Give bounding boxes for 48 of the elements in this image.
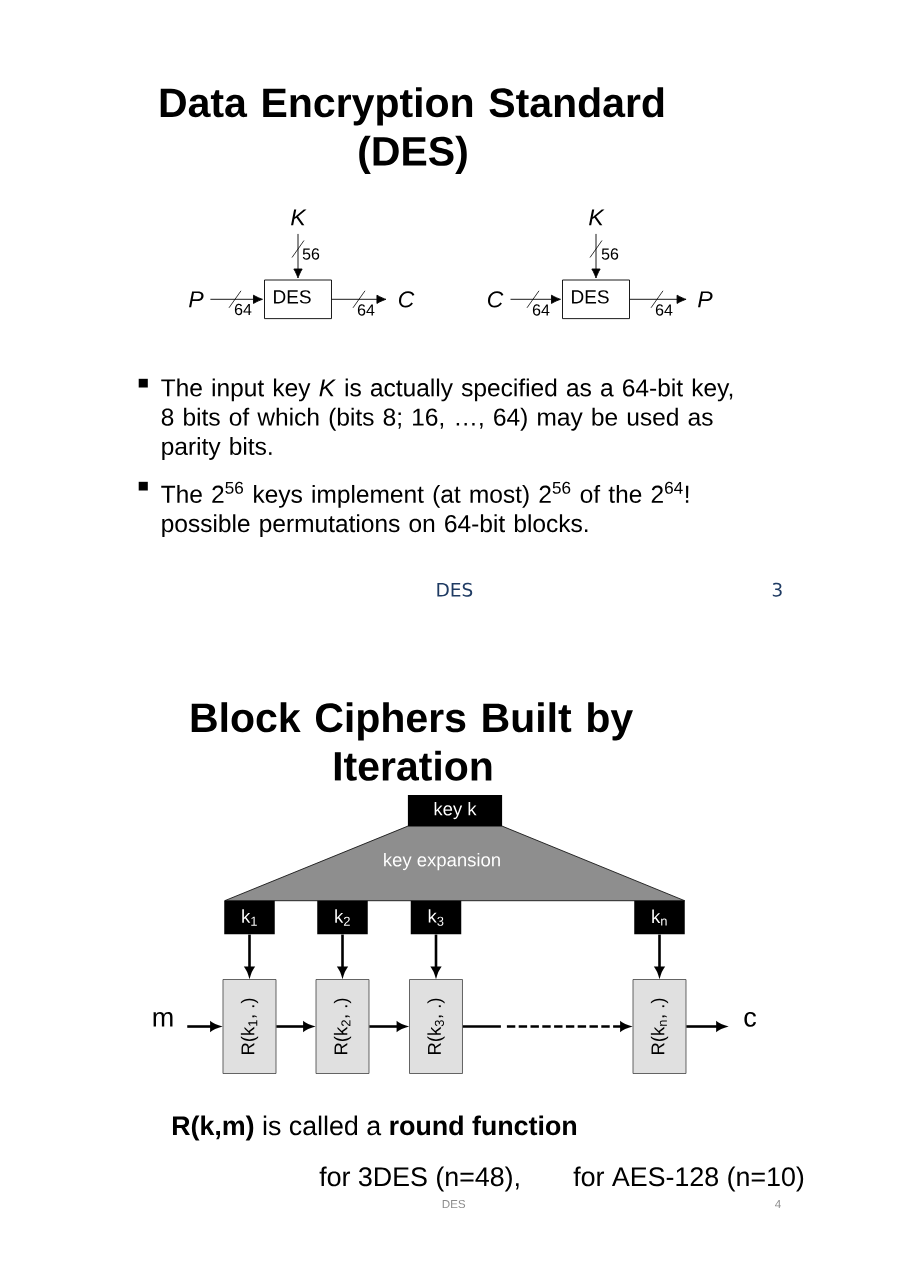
edge-label: 64	[655, 304, 673, 316]
subkey-box: k$_{n}$	[634, 900, 685, 935]
bullet-text: The 2$^{56}$ keys implement (at most) 2$^{56}$ of the 2$^{64}$! possible permutations on 64-bit blocks.	[161, 481, 689, 538]
arrow	[337, 934, 348, 977]
symbol-label: K	[291, 209, 307, 226]
arrow	[629, 294, 687, 304]
cipher-box: DES	[264, 279, 332, 320]
symbol-label: C	[398, 291, 415, 308]
symbol-label: c	[744, 1011, 757, 1027]
symbol-label: P	[698, 291, 713, 308]
edge-label: 64	[532, 304, 550, 316]
subkey-box: k$_{2}$	[317, 900, 368, 935]
round-box: R(k$_{2}$, .)	[315, 979, 370, 1074]
round-box: R(k$_{1}$, .)	[222, 979, 277, 1074]
edge-label: 64	[357, 304, 375, 316]
symbol-label: m	[153, 1011, 173, 1027]
footer-text: DES	[442, 1199, 466, 1209]
symbol-label: P	[189, 291, 204, 308]
slide-title: Data Encryption Standard (DES)	[160, 87, 664, 174]
symbol-label: K	[589, 209, 605, 226]
edge-label: 64	[234, 303, 252, 316]
arrow	[591, 233, 601, 279]
round-box: R(k$_{n}$, .)	[632, 979, 687, 1074]
arrow	[293, 233, 303, 279]
arrow	[369, 1021, 407, 1032]
subkey-box: k$_{3}$	[410, 900, 462, 935]
edge-label: 56	[601, 248, 619, 260]
body-text: for 3DES (n=48),	[319, 1166, 519, 1192]
round-box: R(k$_{3}$, .)	[409, 979, 463, 1074]
footer-text: DES	[437, 582, 473, 597]
arrow	[209, 294, 263, 304]
page-number: 4	[775, 1200, 781, 1208]
arrow	[654, 934, 665, 977]
body-text: R(k,m) is called a round function	[173, 1115, 577, 1141]
arrow	[331, 294, 387, 304]
cipher-box: DES	[562, 279, 630, 320]
key-expansion-trapezoid: key expansion	[224, 825, 686, 902]
arrow	[510, 294, 561, 304]
subkey-box: k$_{1}$	[224, 900, 275, 935]
symbol-label: C	[487, 291, 504, 308]
arrow	[244, 934, 255, 977]
bullet-text: The input key K is actually specified as a 64-bit key, 8 bits of which (bits 8; 16, …, 64) may be used as parity bits.	[161, 378, 733, 460]
body-text: for AES-128 (n=10)	[573, 1166, 804, 1192]
edge-label: 56	[302, 248, 320, 260]
page-number: 3	[772, 582, 782, 597]
key-box: key k	[407, 794, 503, 827]
arrow	[431, 934, 441, 977]
slide-title: Block Ciphers Built by Iteration	[191, 702, 633, 781]
